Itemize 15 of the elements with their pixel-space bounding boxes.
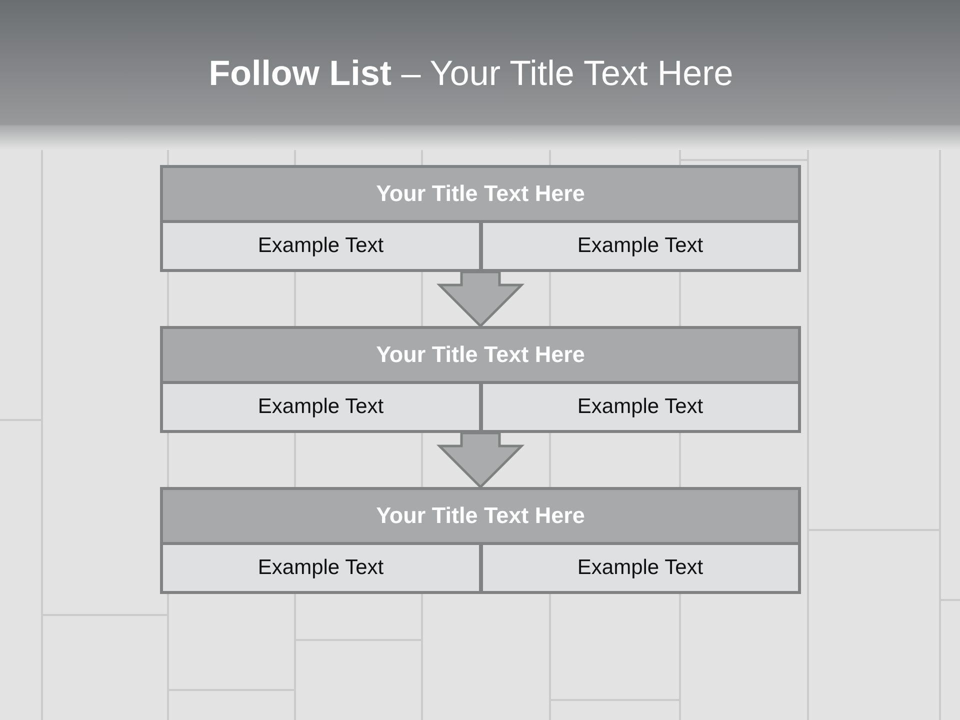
block-arrow	[436, 432, 525, 489]
header-bar: Your Title Text Here	[163, 168, 798, 220]
text-cell: Example Text	[482, 384, 798, 430]
header-bar: Your Title Text Here	[163, 329, 798, 381]
text-cell: Example Text	[163, 384, 478, 430]
list-block	[160, 326, 801, 433]
text-cell: Example Text	[163, 545, 478, 591]
list-block	[160, 487, 801, 594]
slide-title: Follow List – Your Title Text Here	[208, 53, 734, 95]
text-cell: Example Text	[482, 545, 798, 591]
text-cell: Example Text	[482, 223, 798, 269]
list-block	[160, 165, 801, 272]
block-arrow	[436, 270, 525, 328]
text-cell: Example Text	[163, 223, 478, 269]
header-bar: Your Title Text Here	[163, 490, 798, 542]
